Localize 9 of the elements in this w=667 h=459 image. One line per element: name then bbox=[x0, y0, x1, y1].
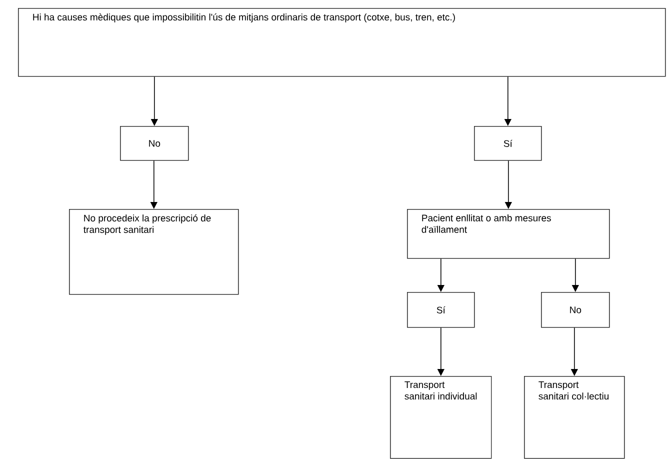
process-box: No procedeix la prescripció de transport sanitari bbox=[69, 209, 239, 295]
answer-box: Sí bbox=[474, 126, 542, 161]
process-box: Transport sanitari individual bbox=[390, 376, 492, 459]
process-box: Transport sanitari col·lectiu bbox=[524, 376, 625, 459]
answer-box: No bbox=[541, 292, 610, 328]
answer-box: No bbox=[120, 126, 189, 161]
answer-box: Sí bbox=[407, 292, 475, 328]
process-box: Hi ha causes mèdiques que impossibilitin l'ús de mitjans ordinaris de transport (cotxe, bus, tren, etc.) bbox=[18, 8, 666, 77]
process-box: Pacient enllitat o amb mesures d'aïllament bbox=[407, 209, 610, 259]
